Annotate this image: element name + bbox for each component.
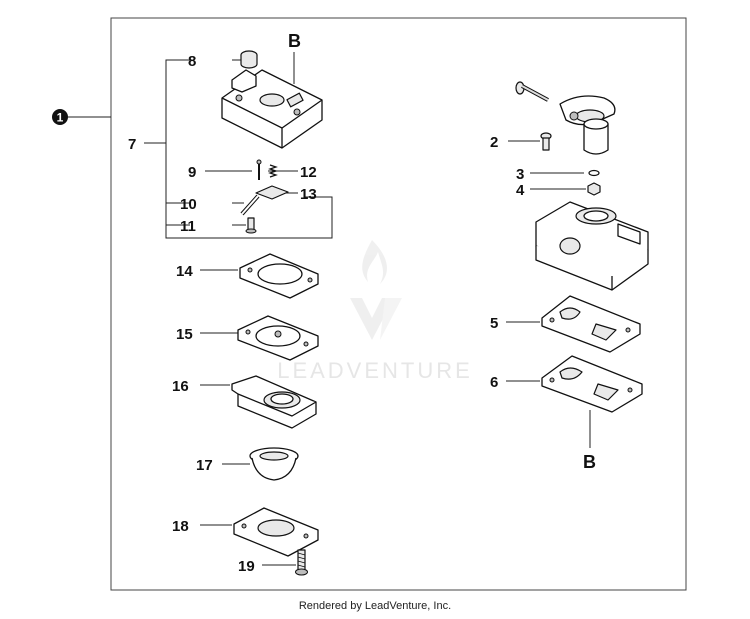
ref-label-b-bottom: B <box>583 452 596 472</box>
part-label-19: 19 <box>238 558 255 575</box>
part-9-needle <box>256 159 262 180</box>
part-8-cap <box>240 50 258 69</box>
part-19-screw <box>262 549 308 576</box>
part-10-pin <box>240 194 260 216</box>
group-bracket-7 <box>144 59 333 239</box>
ref-label-b-top: B <box>288 31 301 51</box>
part-13-lever <box>255 185 289 200</box>
part-label-17: 17 <box>196 457 213 474</box>
part-label-10: 10 <box>180 196 197 213</box>
part-11-screw <box>245 217 257 234</box>
watermark-logo <box>350 240 402 340</box>
part-3-oring <box>530 169 600 177</box>
part-label-15: 15 <box>176 326 193 343</box>
assembly-callout: 1 <box>52 109 111 125</box>
assembly-number: 1 <box>57 111 64 125</box>
part-4-nut <box>530 182 601 196</box>
part-18-plate <box>200 507 319 557</box>
part-5-gasket <box>506 295 641 353</box>
diagram-frame <box>110 17 687 591</box>
part-17-bulb <box>222 447 299 481</box>
part-14-gasket <box>200 253 319 299</box>
part-label-3: 3 <box>516 166 524 183</box>
part-6-gasket <box>506 355 643 448</box>
part-label-2: 2 <box>490 134 498 151</box>
carburetor-parts-diagram: LEADVENTURE 1 B <box>52 17 687 591</box>
part-12-spring <box>268 164 278 178</box>
watermark-text: LEADVENTURE <box>277 358 473 383</box>
throttle-body <box>535 201 649 291</box>
part-label-5: 5 <box>490 315 498 332</box>
part-label-8: 8 <box>188 53 196 70</box>
part-label-18: 18 <box>172 518 189 535</box>
long-screw <box>515 81 549 102</box>
part-15-diaphragm <box>200 315 319 361</box>
part-2-screw <box>508 132 552 151</box>
part-label-6: 6 <box>490 374 498 391</box>
part-label-9: 9 <box>188 164 196 181</box>
part-label-7: 7 <box>128 136 136 153</box>
choke-lever-assembly <box>559 95 616 155</box>
part-label-14: 14 <box>176 263 193 280</box>
part-label-16: 16 <box>172 378 189 395</box>
footer-credit: Rendered by LeadVenture, Inc. <box>298 600 452 612</box>
part-label-4: 4 <box>516 182 525 199</box>
part-label-11: 11 <box>180 218 196 235</box>
carburetor-body <box>221 52 323 149</box>
part-16-cover <box>200 375 317 429</box>
part-label-13: 13 <box>300 186 317 203</box>
part-label-12: 12 <box>300 164 317 181</box>
